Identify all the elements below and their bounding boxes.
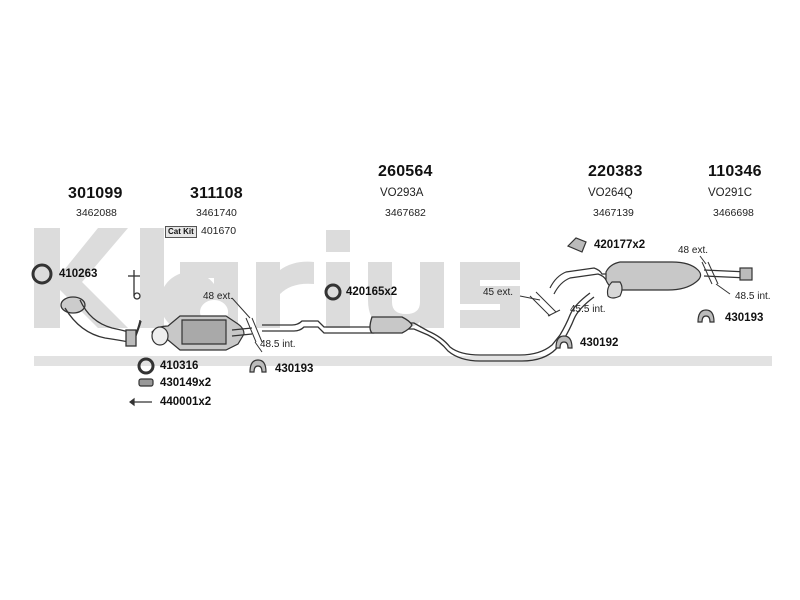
part-ref-front-pipe: 3462088 <box>76 207 117 219</box>
dimension-ext-1: 48 ext. <box>203 291 234 302</box>
fitting-icons <box>31 237 715 407</box>
part-ref-rear-silencer: 3466698 <box>713 207 754 219</box>
part-number-catalytic-converter[interactable]: 311108 <box>190 185 243 202</box>
fitting-label-430193-front[interactable]: 430193 <box>275 363 314 375</box>
intermediate-pipe-drawing <box>262 292 595 362</box>
fitting-label-420165[interactable]: 420165x2 <box>346 286 398 298</box>
cat-kit-badge: Cat Kit <box>165 226 197 238</box>
clamp-marks <box>231 255 731 353</box>
dimension-int-3: 48.5 int. <box>735 291 771 302</box>
part-oe-rear-silencer: VO291C <box>708 187 753 199</box>
rear-silencer-drawing <box>605 261 753 299</box>
part-number-rear-silencer[interactable]: 110346 <box>708 163 762 180</box>
part-ref-intermediate-pipe: 3467682 <box>385 207 426 219</box>
fitting-label-430193-rear[interactable]: 430193 <box>725 312 764 324</box>
dimension-int-1: 48.5 int. <box>260 339 296 350</box>
part-number-middle-silencer[interactable]: 220383 <box>588 163 643 180</box>
middle-silencer-drawing <box>549 267 620 295</box>
dimension-ext-2: 45 ext. <box>483 287 514 298</box>
cat-kit-ref: 401670 <box>201 225 237 237</box>
part-oe-intermediate-pipe: VO293A <box>380 187 424 199</box>
fitting-label-410316[interactable]: 410316 <box>160 360 199 372</box>
dimension-int-2: 45.5 int. <box>570 304 606 315</box>
part-oe-middle-silencer: VO264Q <box>588 187 633 199</box>
fitting-label-440001[interactable]: 440001x2 <box>160 396 212 408</box>
front-pipe-drawing <box>60 270 142 347</box>
fitting-label-430192[interactable]: 430192 <box>580 337 619 349</box>
catalytic-converter-drawing <box>151 315 253 351</box>
fitting-label-410263[interactable]: 410263 <box>59 268 98 280</box>
part-number-intermediate-pipe[interactable]: 260564 <box>378 163 433 180</box>
part-ref-middle-silencer: 3467139 <box>593 207 634 219</box>
fitting-label-430149[interactable]: 430149x2 <box>160 377 212 389</box>
fitting-label-420177[interactable]: 420177x2 <box>594 239 646 251</box>
part-number-front-pipe[interactable]: 301099 <box>68 185 123 202</box>
dimension-ext-3: 48 ext. <box>678 245 709 256</box>
part-ref-catalytic-converter: 3461740 <box>196 207 237 219</box>
